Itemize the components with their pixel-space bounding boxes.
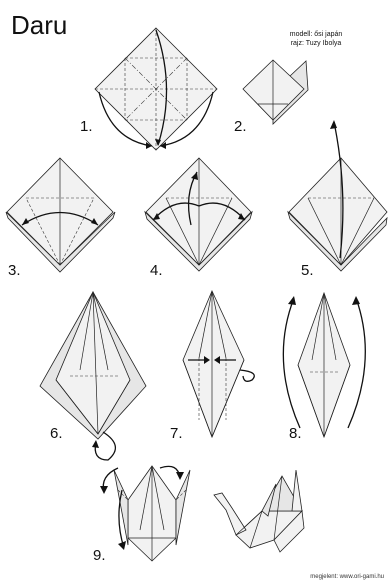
step-number-9: 9. xyxy=(93,547,106,564)
step-6-diagram xyxy=(39,290,147,461)
step-number-3: 3. xyxy=(8,262,21,279)
step-3-diagram xyxy=(5,157,116,273)
step-1-diagram xyxy=(94,27,218,151)
step-number-8: 8. xyxy=(289,425,302,442)
finished-crane-diagram xyxy=(213,469,305,553)
step-5-diagram xyxy=(287,120,388,272)
diagram-title: Daru xyxy=(11,10,68,40)
footer-credit: megjelent: www.ori-gami.hu xyxy=(310,574,384,580)
step-number-4: 4. xyxy=(150,262,163,279)
step-4-diagram xyxy=(144,157,253,272)
step-7-diagram xyxy=(182,290,255,439)
step-number-2: 2. xyxy=(234,118,247,135)
step-8-diagram xyxy=(282,291,366,439)
credit-drawing: rajz: Tuzy Ibolya xyxy=(290,40,342,47)
credit-model: modell: ősi japán xyxy=(289,31,343,38)
step-number-6: 6. xyxy=(50,425,63,442)
step-2-diagram xyxy=(242,59,309,125)
step-number-7: 7. xyxy=(170,425,183,442)
step-number-1: 1. xyxy=(80,118,93,135)
step-9-folding-diagram xyxy=(100,465,191,562)
step-number-5: 5. xyxy=(301,262,314,279)
